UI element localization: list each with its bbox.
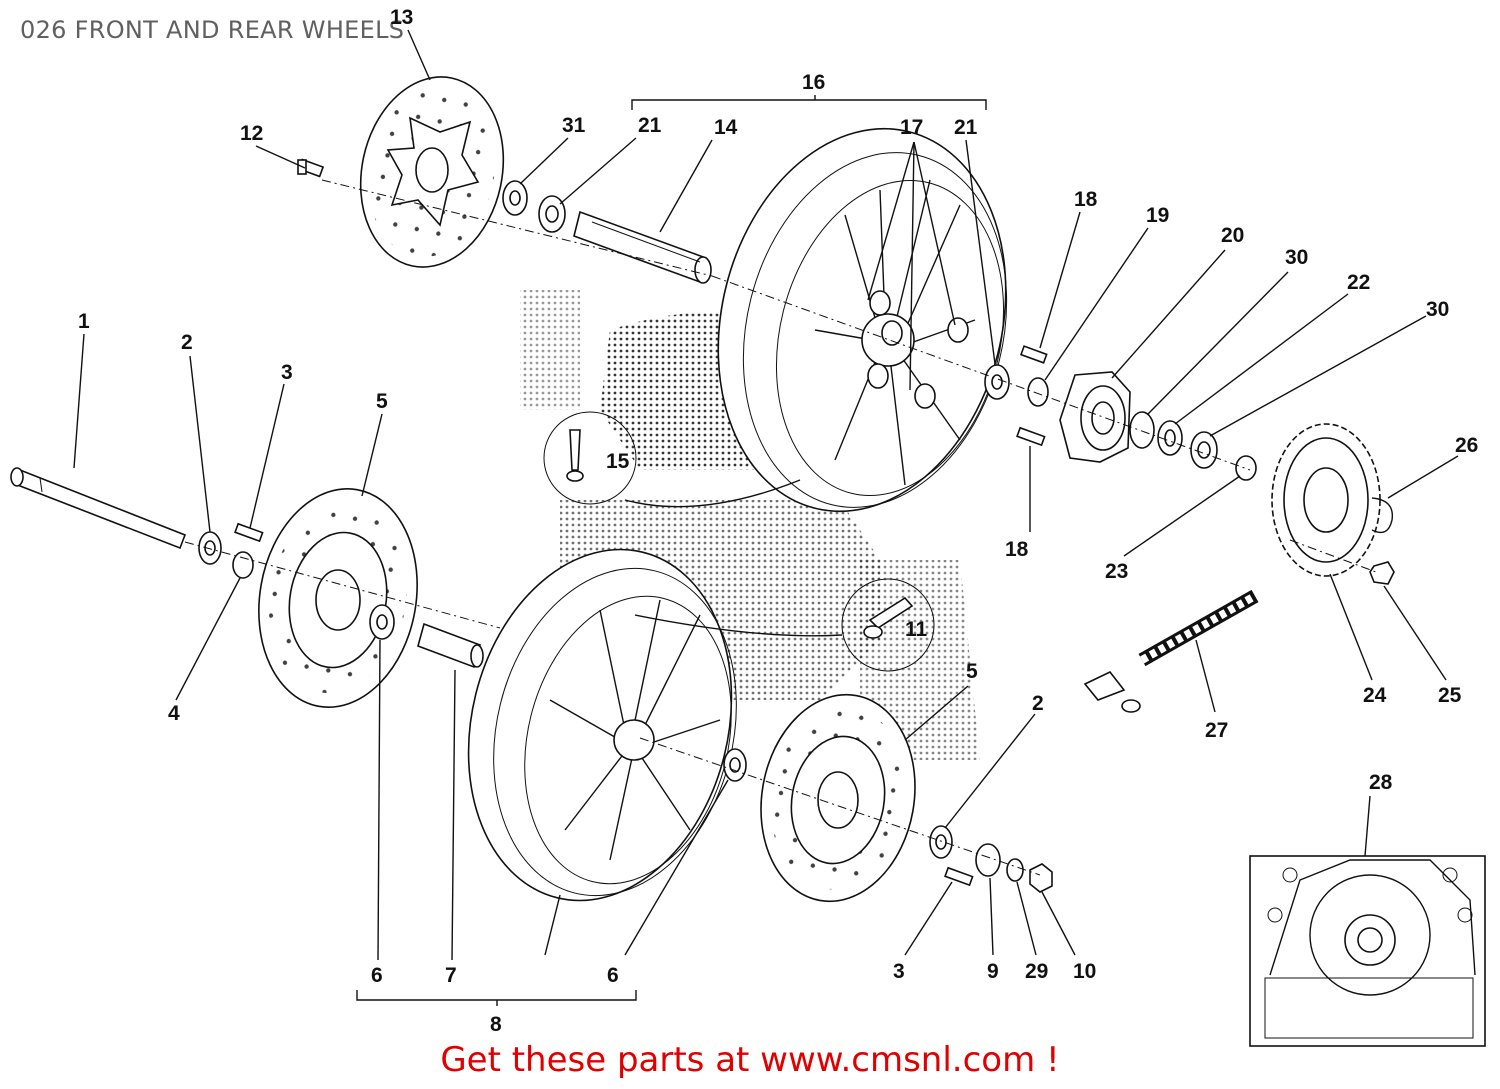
spacer-4 — [232, 551, 254, 579]
spacer-tube-14 — [573, 210, 712, 284]
callout-30-b: 30 — [1426, 298, 1449, 321]
callout-2-right: 2 — [1032, 692, 1044, 715]
callout-5-right: 5 — [966, 660, 978, 683]
callout-17: 17 — [900, 116, 923, 139]
callout-22: 22 — [1347, 271, 1370, 294]
bearing-30-a — [1129, 411, 1155, 449]
callout-18-top: 18 — [1074, 188, 1098, 211]
callout-6-left: 6 — [371, 964, 383, 987]
callout-19: 19 — [1146, 204, 1169, 227]
circlip-26 — [1371, 497, 1394, 534]
front-wheel-8 — [467, 548, 737, 902]
spacer-19 — [1027, 377, 1049, 407]
stud-18-lower — [1016, 426, 1046, 447]
bracket-16 — [631, 99, 987, 110]
callout-2-left: 2 — [181, 331, 193, 354]
callout-31: 31 — [562, 114, 586, 137]
valve-11 — [634, 578, 935, 672]
callout-3-right: 3 — [893, 960, 905, 983]
callout-24: 24 — [1363, 684, 1387, 707]
spacer-tube-7 — [417, 622, 484, 669]
callout-29: 29 — [1025, 960, 1048, 983]
callout-8: 8 — [490, 1013, 502, 1036]
callout-10: 10 — [1073, 960, 1096, 983]
bearing-21-left — [538, 195, 566, 233]
bracket-8 — [356, 990, 637, 1001]
valve-15 — [543, 411, 801, 508]
chain-27 — [1083, 589, 1259, 713]
bolt-3-right — [944, 866, 974, 887]
bolt-3-left — [234, 522, 264, 543]
front-axle-1 — [10, 467, 187, 550]
callout-3-left: 3 — [281, 361, 293, 384]
nut-25 — [1369, 561, 1395, 585]
callout-13: 13 — [390, 6, 413, 29]
bolt-12 — [297, 158, 325, 178]
front-brake-disc-5-left — [258, 488, 418, 708]
spacer-9 — [975, 843, 1001, 877]
callout-5-left: 5 — [376, 390, 388, 413]
nut-10 — [1029, 863, 1053, 893]
callout-9: 9 — [987, 960, 999, 983]
callout-26: 26 — [1455, 434, 1478, 457]
callout-7: 7 — [445, 964, 457, 987]
callout-1: 1 — [78, 310, 90, 333]
page-title: 026 FRONT AND REAR WHEELS — [20, 16, 405, 44]
footer-link[interactable]: Get these parts at www.cmsnl.com ! — [440, 1040, 1060, 1080]
front-brake-disc-5-right — [760, 693, 916, 903]
callout-27: 27 — [1205, 719, 1228, 742]
spacer-23 — [1235, 455, 1257, 481]
callout-11: 11 — [905, 618, 928, 641]
callout-30-a: 30 — [1285, 246, 1308, 269]
front-brake-disc-13 — [359, 76, 505, 268]
sprocket-carrier-20 — [1059, 371, 1131, 463]
bearing-21-right — [984, 364, 1010, 400]
callout-14: 14 — [714, 116, 738, 139]
callout-4: 4 — [168, 702, 180, 725]
callout-21-left: 21 — [638, 114, 662, 137]
callout-15: 15 — [606, 450, 630, 473]
callout-20: 20 — [1221, 224, 1244, 247]
stud-18-upper — [1019, 345, 1048, 364]
callout-18-bottom: 18 — [1005, 538, 1029, 561]
callout-25: 25 — [1438, 684, 1462, 707]
callout-16: 16 — [802, 71, 825, 94]
callout-6-right: 6 — [607, 964, 619, 987]
sprocket-inset-28 — [1249, 855, 1486, 1047]
callout-12: 12 — [240, 122, 263, 145]
washer-29 — [1006, 858, 1024, 882]
callout-21-right: 21 — [954, 116, 978, 139]
leader-lines — [73, 29, 1459, 961]
callout-28: 28 — [1369, 771, 1393, 794]
callout-23: 23 — [1105, 560, 1128, 583]
